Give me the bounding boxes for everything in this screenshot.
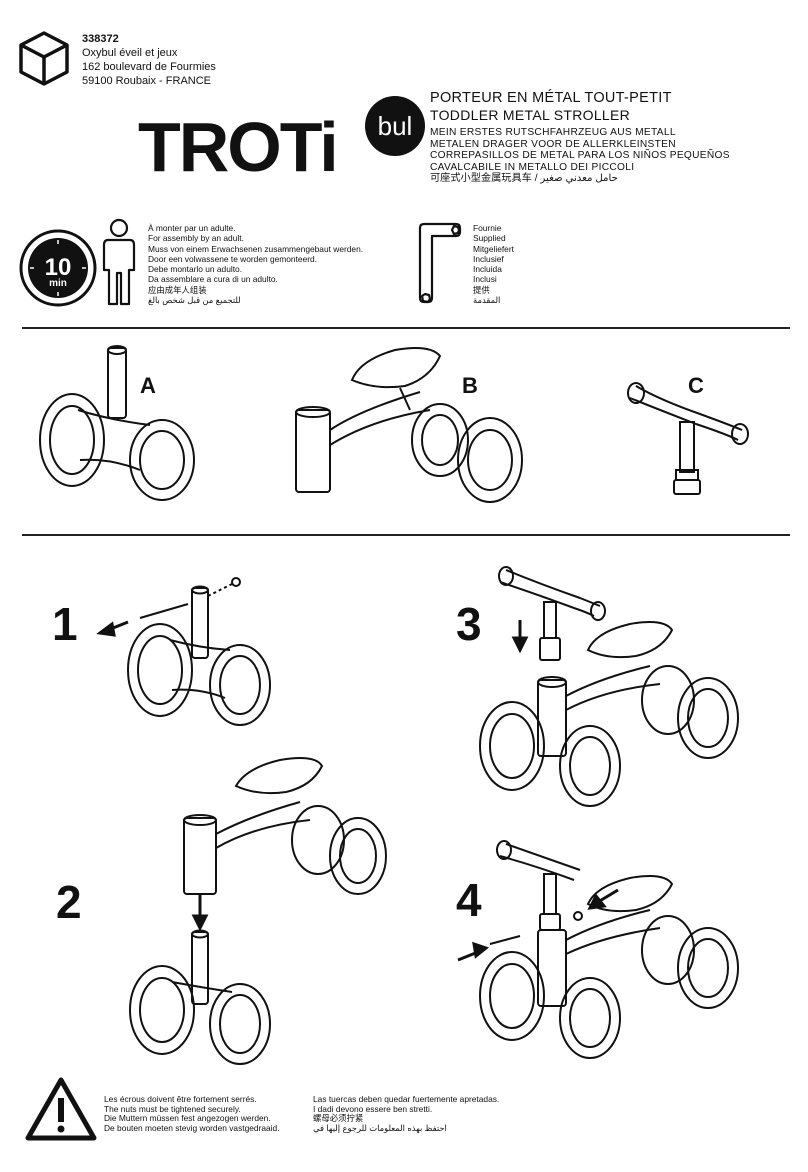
- title-es: CORREPASILLOS DE METAL PARA LOS NIÑOS PE…: [430, 150, 730, 161]
- timer-value: 10: [45, 254, 72, 281]
- divider: [22, 327, 790, 329]
- title-nl: METALEN DRAGER VOOR DE ALLERKLEINSTEN: [430, 138, 676, 150]
- note-line: المقدمة: [473, 295, 501, 306]
- warning-line: De bouten moeten stevig worden vastgedra…: [104, 1122, 280, 1133]
- note-line: For assembly by an adult.: [148, 233, 244, 244]
- step-1-number: 1: [52, 598, 78, 650]
- note-line: 应由成年人组装: [148, 284, 207, 295]
- warning-line: I dadi devono essere ben stretti.: [313, 1103, 433, 1114]
- arrow-icon: [191, 894, 209, 932]
- step-4-drawing: [479, 840, 739, 1059]
- manufacturer-address: 338372 Oxybul éveil et jeux 162 boulevar…: [82, 32, 216, 88]
- note-line: Inclusi: [473, 274, 497, 285]
- brand-wordmark: TROTi: [138, 108, 337, 186]
- divider: [22, 534, 790, 536]
- title-de: MEIN ERSTES RUTSCHFAHRZEUG AUS METALL: [430, 127, 676, 138]
- product-titles: PORTEUR EN MÉTAL TOUT-PETIT TODDLER META…: [430, 90, 730, 185]
- note-line: Supplied: [473, 233, 506, 244]
- note-line: للتجميع من قبل شخص بالغ: [148, 295, 241, 306]
- parts-illustration: A B C: [39, 345, 749, 503]
- product-code: 338372: [82, 33, 119, 45]
- address-line: 162 boulevard de Fourmies: [82, 61, 216, 73]
- note-line: Debe montarlo un adulto.: [148, 264, 243, 275]
- note-line: Incluida: [473, 264, 502, 275]
- warning-line: احتفظ بهذه المعلومات للرجوع إليها في: [313, 1122, 447, 1133]
- adult-person-icon: [102, 218, 136, 306]
- clock-icon: 10 min: [19, 229, 97, 307]
- warning-text-2: Las tuercas deben quedar fuertemente apr…: [313, 1094, 500, 1133]
- address-line: 59100 Roubaix - FRANCE: [82, 75, 212, 87]
- note-line: Door een volwassene te worden gemonteerd…: [148, 253, 317, 264]
- warning-text-1: Les écrous doivent être fortement serrés…: [104, 1094, 280, 1133]
- warning-line: The nuts must be tightened securely.: [104, 1103, 241, 1114]
- brand-badge: bul: [378, 111, 413, 141]
- arrow-icon: [587, 888, 619, 910]
- steps-illustration: 1 2 3 4: [52, 566, 739, 1065]
- step-2-drawing: [129, 757, 387, 1065]
- step-3-number: 3: [456, 598, 482, 650]
- title-cn-ar: 可座式小型金属玩具车 / حامل معدني صغير: [430, 173, 618, 184]
- supplied-note: Fournie Supplied Mitgeliefert Inclusief …: [473, 223, 514, 305]
- package-icon: [19, 31, 69, 86]
- step-4-number: 4: [456, 874, 482, 926]
- note-line: Mitgeliefert: [473, 243, 514, 254]
- title-it: CAVALCABILE IN METALLO DEI PICCOLI: [430, 161, 635, 173]
- warning-icon: [25, 1077, 97, 1141]
- brand-logo: TROTi bul: [138, 96, 425, 186]
- part-c-drawing: [627, 382, 749, 495]
- title-fr: PORTEUR EN MÉTAL TOUT-PETIT: [430, 90, 672, 106]
- warning-line: 螺母必须拧紧: [313, 1113, 364, 1124]
- part-c-label: C: [688, 373, 704, 398]
- warning-line: Las tuercas deben quedar fuertemente apr…: [313, 1094, 500, 1104]
- arrow-icon: [457, 941, 490, 962]
- note-line: 提供: [473, 284, 490, 295]
- warning-line: Les écrous doivent être fortement serrés…: [104, 1094, 257, 1104]
- note-line: Fournie: [473, 223, 502, 233]
- allen-key-icon: [418, 222, 462, 304]
- arrow-icon: [96, 620, 129, 637]
- part-b-label: B: [462, 373, 478, 398]
- warning-line: Die Muttern müssen fest angezogen werden…: [104, 1113, 271, 1124]
- timer-unit: min: [49, 278, 67, 289]
- adult-assembly-note: À monter par un adulte. For assembly by …: [148, 223, 363, 305]
- note-line: Da assemblare a cura di un adulto.: [148, 274, 278, 285]
- arrow-icon: [511, 620, 529, 654]
- note-line: À monter par un adulte.: [148, 223, 236, 233]
- part-a-label: A: [140, 373, 156, 398]
- note-line: Inclusief: [473, 253, 504, 264]
- title-en: TODDLER METAL STROLLER: [430, 107, 631, 123]
- note-line: Muss von einem Erwachsenen zusammengebau…: [148, 243, 364, 254]
- address-line: Oxybul éveil et jeux: [82, 47, 178, 59]
- step-1-drawing: [127, 577, 271, 726]
- part-a-drawing: [39, 345, 195, 501]
- step-2-number: 2: [56, 876, 82, 928]
- step-3-drawing: [479, 566, 739, 807]
- part-b-drawing: [295, 347, 523, 503]
